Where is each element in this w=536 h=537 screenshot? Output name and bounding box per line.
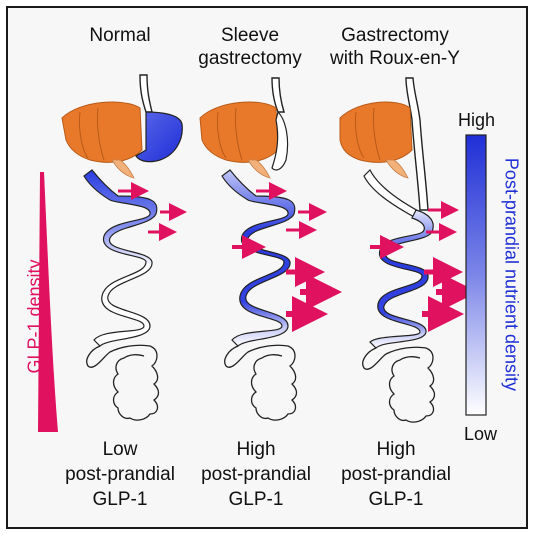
liver bbox=[339, 101, 413, 163]
esophagus bbox=[271, 77, 285, 113]
panel-title-normal: Normal bbox=[89, 25, 151, 46]
panel-sleeve bbox=[199, 77, 342, 421]
colon bbox=[224, 344, 298, 421]
panel-title-sleeve: Sleeve gastrectomy bbox=[198, 25, 302, 69]
liver bbox=[61, 101, 143, 163]
sleeve-stomach bbox=[271, 110, 289, 171]
panel-roux bbox=[339, 77, 478, 423]
panel-normal bbox=[61, 74, 187, 421]
glp1-density-wedge bbox=[38, 172, 58, 432]
colon bbox=[362, 346, 436, 423]
panel-title-roux: Gastrectomy with Roux-en-Y bbox=[330, 25, 460, 69]
nutrient-density-label: Post-prandial nutrient density bbox=[501, 157, 522, 392]
colon bbox=[86, 344, 160, 421]
small-intestine bbox=[221, 169, 296, 347]
nutrient-density-bar bbox=[465, 134, 487, 416]
small-intestine bbox=[369, 209, 434, 349]
esophagus bbox=[139, 74, 153, 113]
stomach bbox=[135, 111, 183, 163]
legend-low-label: Low bbox=[464, 424, 498, 444]
small-intestine bbox=[83, 169, 158, 347]
legend-high-label: High bbox=[458, 110, 496, 130]
glp1-density-label: GLP-1 density bbox=[24, 259, 45, 374]
liver bbox=[199, 101, 279, 163]
biliopancreatic-limb bbox=[363, 168, 421, 219]
